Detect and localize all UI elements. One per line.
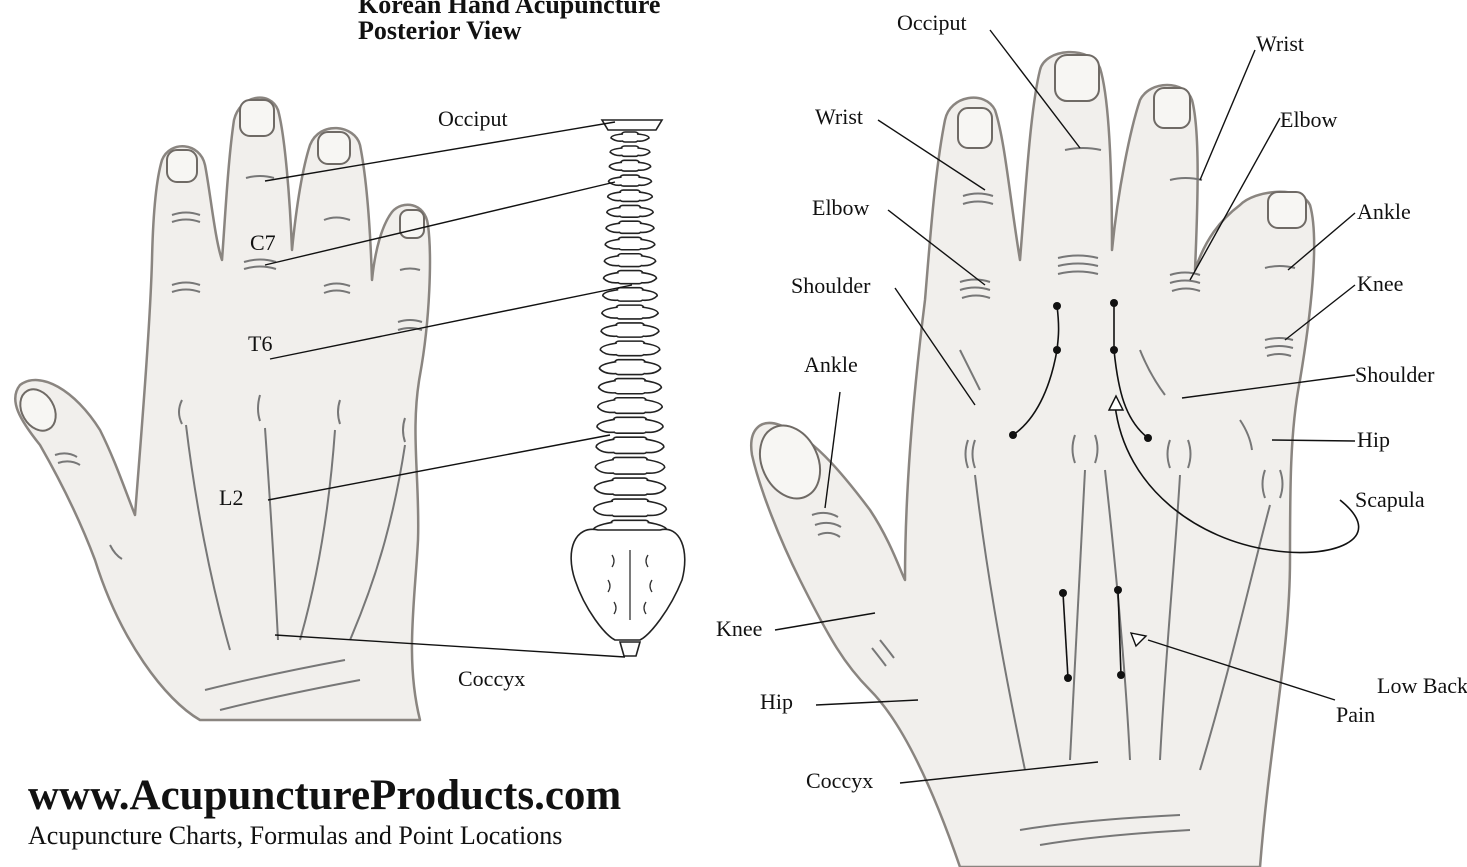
vertebra-body — [615, 323, 644, 337]
label-knee-left: Knee — [716, 618, 762, 640]
vertebra-process — [603, 290, 618, 301]
vertebra-process — [643, 325, 659, 336]
vertebra-body — [618, 237, 643, 249]
vertebra-process — [600, 343, 617, 355]
vertebra-process — [640, 223, 654, 232]
vertebra-process — [640, 239, 654, 249]
label-low-back-pain-line2: Pain — [1336, 704, 1375, 726]
vertebra-process — [609, 177, 622, 185]
vertebra-process — [604, 273, 619, 283]
website-url: www.AcupunctureProducts.com — [28, 774, 621, 817]
label-scapula: Scapula — [1355, 489, 1425, 511]
vertebra-body — [621, 132, 639, 142]
vertebra-body — [618, 221, 642, 233]
vertebra-process — [599, 362, 616, 374]
vertebra-process — [639, 192, 652, 201]
vertebra-process — [647, 501, 666, 515]
vertebra-process — [646, 439, 664, 452]
vertebra-process — [645, 419, 663, 432]
vertebra-body — [620, 175, 641, 186]
vertebra-process — [644, 381, 661, 393]
vertebra-process — [643, 343, 660, 355]
vertebra-process — [641, 256, 656, 266]
vertebra-body — [612, 457, 648, 474]
vertebra-body — [619, 190, 641, 201]
label-low-back-pain-line1: Low Back — [1377, 675, 1467, 697]
vertebra-process — [639, 207, 653, 216]
vertebra-process — [645, 400, 663, 413]
vertebra-body — [617, 254, 643, 267]
label-hip-left: Hip — [760, 691, 793, 713]
vertebra-process — [642, 290, 657, 301]
label-ankle-right: Ankle — [1357, 201, 1411, 223]
label-elbow-right: Elbow — [1280, 109, 1337, 131]
label-knee-right: Knee — [1357, 273, 1403, 295]
label-t6: T6 — [248, 333, 272, 355]
vertebra-process — [609, 162, 622, 170]
vertebra-process — [594, 480, 613, 494]
vertebra-process — [642, 307, 658, 318]
vertebra-process — [602, 307, 618, 318]
vertebra-body — [616, 305, 645, 319]
vertebra-process — [605, 239, 619, 249]
vertebra-process — [606, 223, 620, 232]
label-l2: L2 — [219, 487, 243, 509]
vertebra-process — [596, 439, 614, 452]
vertebra-body — [614, 379, 646, 394]
vertebra-process — [597, 419, 615, 432]
label-wrist-left: Wrist — [815, 106, 863, 128]
vertebra-process — [599, 381, 616, 393]
label-occiput-right: Occiput — [897, 12, 967, 34]
vertebra-process — [598, 400, 616, 413]
vertebra-process — [646, 459, 665, 473]
label-occiput-left: Occiput — [438, 108, 508, 130]
vertebra-body — [616, 288, 644, 301]
vertebra-process — [604, 256, 619, 266]
vertebra-process — [644, 362, 661, 374]
vertebra-process — [647, 480, 666, 494]
vertebra-process — [637, 148, 649, 156]
label-shoulder-left: Shoulder — [791, 275, 870, 297]
spine-illustration — [571, 120, 685, 656]
label-coccyx-right: Coccyx — [806, 770, 873, 792]
vertebra-process — [610, 148, 622, 156]
vertebra-body — [614, 360, 645, 375]
right-hand — [749, 52, 1315, 867]
vertebra-body — [611, 499, 649, 516]
label-ankle-left: Ankle — [804, 354, 858, 376]
vertebra-process — [638, 177, 651, 185]
vertebra-body — [617, 271, 644, 284]
label-c7: C7 — [250, 232, 276, 254]
vertebra-process — [611, 134, 623, 141]
chart-title-line2: Posterior View — [358, 18, 521, 44]
vertebra-body — [621, 146, 640, 156]
left-hand — [13, 98, 430, 720]
vertebra-body — [613, 417, 647, 433]
vertebra-body — [615, 341, 645, 356]
label-shoulder-right: Shoulder — [1355, 364, 1434, 386]
vertebra-process — [608, 192, 621, 201]
vertebra-process — [607, 207, 621, 216]
vertebra-process — [595, 459, 614, 473]
vertebra-process — [601, 325, 617, 336]
site-tagline: Acupuncture Charts, Formulas and Point L… — [28, 823, 562, 849]
vertebra-process — [638, 162, 651, 170]
vertebra-body — [611, 478, 648, 495]
vertebra-body — [619, 205, 642, 217]
vertebra-body — [613, 398, 646, 414]
label-hip-right: Hip — [1357, 429, 1390, 451]
vertebra-body — [620, 160, 640, 171]
vertebra-body — [612, 437, 647, 453]
vertebra-process — [637, 134, 649, 141]
label-coccyx-left: Coccyx — [458, 668, 525, 690]
label-elbow-left: Elbow — [812, 197, 869, 219]
vertebra-process — [594, 501, 613, 515]
label-wrist-top: Wrist — [1256, 33, 1304, 55]
vertebra-process — [641, 273, 656, 283]
